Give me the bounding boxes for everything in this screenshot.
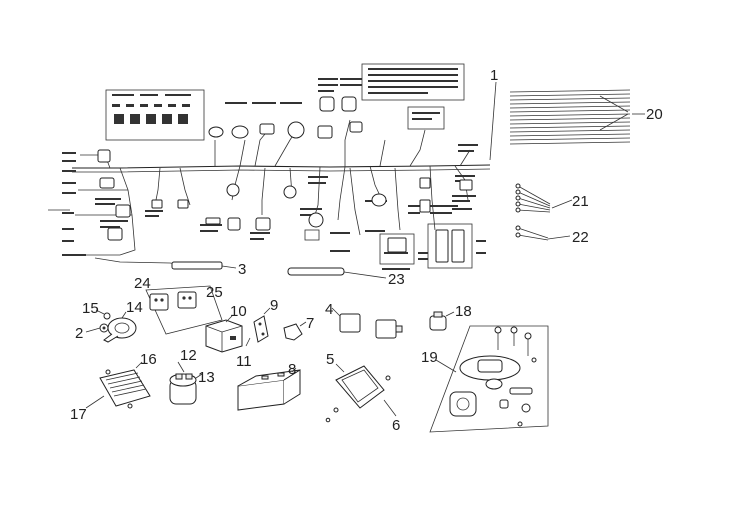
part-4-relays (339, 313, 403, 339)
callout-21: 21 (572, 193, 589, 210)
callout-10: 10 (230, 303, 247, 320)
callout-19: 19 (421, 349, 438, 366)
part-8-battery (237, 369, 301, 411)
callout-20: 20 (646, 106, 663, 123)
callout-12: 12 (180, 347, 197, 364)
part-14-horn (103, 317, 137, 343)
callout-15: 15 (82, 300, 99, 317)
callout-24: 24 (134, 275, 151, 292)
part-16-voltage-regulator (99, 369, 151, 409)
callout-9: 9 (270, 297, 278, 314)
callout-2: 2 (75, 325, 83, 342)
callout-25: 25 (206, 284, 223, 301)
part-24-25-relay-plate (145, 285, 223, 335)
part-22-cable-ties (515, 225, 571, 241)
part-7-clip (283, 323, 303, 341)
callout-23: 23 (388, 271, 405, 288)
callout-18: 18 (455, 303, 472, 320)
harness-connectors (97, 96, 473, 263)
callout-14: 14 (126, 299, 143, 316)
callout-13: 13 (198, 369, 215, 386)
main-wiring-harness (48, 119, 491, 269)
part-3-cable (171, 261, 237, 270)
callout-1: 1 (490, 67, 498, 84)
callout-8: 8 (288, 361, 296, 378)
leader-1 (489, 81, 497, 161)
part-2-nut (99, 323, 109, 333)
part-19-ignition-assembly (429, 325, 549, 433)
part-13-starter-relay (169, 373, 197, 405)
callout-7: 7 (306, 315, 314, 332)
harness-label-marks (62, 68, 486, 270)
part-20-cable-bundle (509, 89, 645, 145)
callout-3: 3 (238, 261, 246, 278)
part-21-cable-ties (515, 183, 573, 213)
callout-22: 22 (572, 229, 589, 246)
part-18-sensor (429, 311, 447, 331)
part-15-washer (103, 312, 111, 320)
callout-4: 4 (325, 301, 333, 318)
harness-connector-boxes (105, 63, 473, 269)
callout-5: 5 (326, 351, 334, 368)
part-23-strap (287, 267, 387, 279)
callout-17: 17 (70, 406, 87, 423)
part-5-ecu (325, 365, 391, 423)
callout-6: 6 (392, 417, 400, 434)
callout-16: 16 (140, 351, 157, 368)
part-9-bracket (253, 315, 269, 343)
callout-11: 11 (236, 353, 252, 370)
part-10-relay (205, 319, 243, 353)
